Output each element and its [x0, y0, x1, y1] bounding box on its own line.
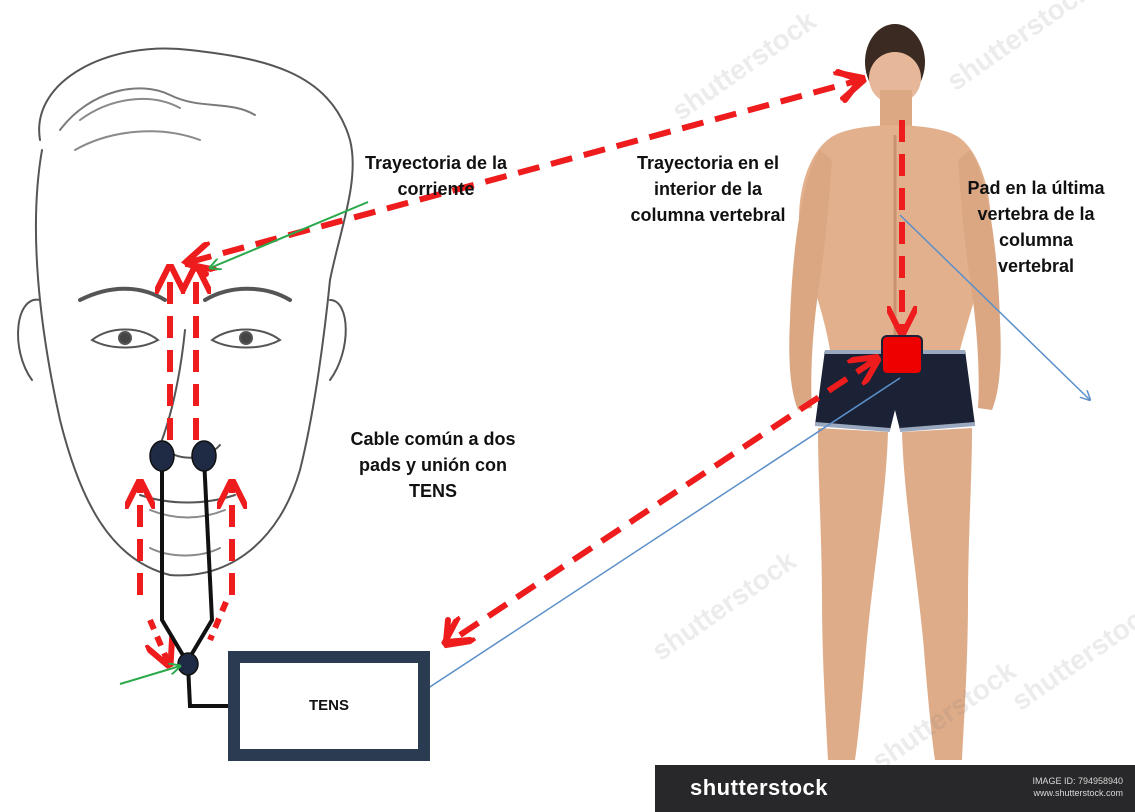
label-trayectoria-corriente: Trayectoria de la corriente [352, 150, 520, 202]
watermark-brand: shutterstock [690, 775, 828, 801]
label-pad-ultima-vertebra: Pad en la última vertebra de la columna … [960, 175, 1112, 317]
lumbar-pad [882, 336, 922, 374]
tens-label: TENS [240, 697, 418, 714]
cable-junction [178, 653, 198, 675]
path-tens-to-pad [460, 360, 875, 635]
face-sketch [18, 48, 353, 575]
tens-device: TENS [228, 651, 430, 761]
cable-right [187, 458, 212, 662]
label-trayectoria-interior: Trayectoria en el interior de la columna… [622, 150, 794, 228]
watermark-image-id: IMAGE ID: 794958940 [1032, 775, 1123, 787]
nose-pad-left [150, 441, 174, 471]
watermark-id: IMAGE ID: 794958940 www.shutterstock.com [1032, 775, 1123, 799]
cable-left [162, 458, 187, 662]
pointer-arrow-cable [120, 666, 180, 684]
pointer-arrow-current [210, 202, 368, 268]
watermark-site: www.shutterstock.com [1032, 787, 1123, 799]
label-cable-comun: Cable común a dos pads y unión con TENS [348, 426, 518, 504]
nose-pad-right [192, 441, 216, 471]
watermark-footer: shutterstock IMAGE ID: 794958940 www.shu… [655, 765, 1135, 812]
body-silhouette [789, 24, 1000, 760]
cable-assembly [150, 441, 228, 706]
